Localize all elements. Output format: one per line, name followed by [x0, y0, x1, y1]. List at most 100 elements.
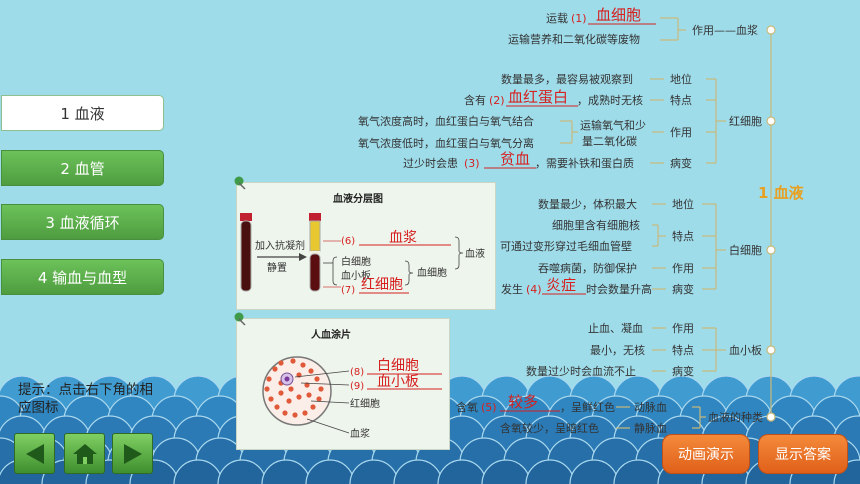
plt-stop-text: 止血、凝血: [588, 321, 643, 335]
hint-text: 提示：点击右下角的相应图标: [18, 382, 153, 416]
types-more-prefix: 含氧: [456, 400, 478, 414]
blood-layer-card: 血液分层图 加入抗凝剂 静置 (6) 血浆 白细胞 血小板 (7) 红细胞 血细…: [236, 182, 496, 310]
plt-title: 血小板: [729, 343, 762, 357]
answer-8: 白细胞: [377, 358, 419, 374]
wbc-deform-text: 可通过变形穿过毛细血管壁: [500, 239, 632, 253]
blank-2-number: (2): [489, 94, 505, 107]
root-title: 1 血液: [758, 184, 805, 202]
blank-4-number: (4): [526, 283, 542, 296]
answer-2: 血红蛋白: [508, 88, 568, 106]
rbc-contain-suffix: ，成熟时无核: [577, 93, 643, 107]
pushpin-icon: [234, 312, 246, 326]
rbc-contain-prefix: 含有: [464, 93, 486, 107]
nav-item-transfusion[interactable]: 4 输血与血型: [1, 259, 164, 295]
card-title: 人血涂片: [311, 328, 351, 341]
types-less-text: 含氧较少，呈暗红色: [500, 421, 599, 435]
plasma-nutrients-text: 运输营养和二氧化碳等废物: [508, 32, 640, 46]
plt-use-label: 作用: [672, 322, 694, 335]
plt-feat-label: 特点: [672, 343, 694, 357]
home-button[interactable]: [64, 433, 105, 474]
wbc-pos-label: 地位: [672, 197, 694, 211]
blank-1-number: (1): [571, 12, 587, 25]
wbc-use-label: 作用: [672, 262, 694, 275]
blank-5-number: (5): [481, 401, 497, 414]
nav-item-label: 1 血液: [60, 104, 105, 123]
show-answer-label: 显示答案: [775, 447, 831, 463]
nav-item-label: 3 血液循环: [45, 213, 120, 232]
rbc-most-text: 数量最多，最容易被观察到: [501, 72, 633, 86]
map-node-dots: [766, 25, 776, 422]
rbc-pos-label: 地位: [670, 72, 692, 86]
blank-3-number: (3): [464, 157, 480, 170]
vein-label: 静脉血: [634, 421, 667, 435]
blood-layer-diagram: 血液分层图 加入抗凝剂 静置 (6) 血浆 白细胞 血小板 (7) 红细胞 血细…: [240, 192, 485, 296]
rbc-dis-label: 病变: [670, 156, 692, 170]
arrow-left-icon: [25, 443, 44, 464]
cells-label: 血细胞: [417, 266, 447, 279]
rbc-o2-high-text: 氧气浓度高时，血红蛋白与氧气结合: [358, 114, 534, 128]
nav-item-label: 4 输血与血型: [37, 268, 128, 287]
wbc-inf-suffix: 时会数量升高: [586, 282, 652, 296]
answer-4: 炎症: [546, 276, 576, 294]
answer-3: 贫血: [500, 150, 530, 168]
rbc-carry-text-2: 量二氧化碳: [582, 134, 637, 148]
tube-rbc-layer: [309, 253, 321, 292]
plt-dis-label: 病变: [672, 364, 694, 378]
wbc-engulf-text: 吞噬病菌，防御保护: [538, 261, 637, 275]
tube-cap: [309, 213, 321, 221]
types-title: 血液的种类: [708, 410, 763, 424]
rbc-use-label: 作用: [670, 126, 692, 139]
arrow-right-icon: [123, 443, 142, 464]
answer-5: 较多: [508, 393, 538, 411]
nav-item-vessels[interactable]: 2 血管: [1, 150, 164, 186]
wbc-title: 白细胞: [729, 243, 762, 257]
stand-label: 静置: [267, 261, 287, 274]
artery-label: 动脉血: [634, 400, 667, 414]
blood-label: 血液: [465, 247, 485, 260]
plt-few-text: 数量过少时会血流不止: [526, 364, 636, 378]
tube-wbc-layer: [310, 251, 320, 254]
home-icon: [72, 443, 97, 464]
wbc-nucleus-text: 细胞里含有细胞核: [552, 218, 640, 232]
wbc-least-text: 数量最少，体积最大: [538, 197, 637, 211]
wbc-dis-label: 病变: [672, 282, 694, 296]
blank-6-number: (6): [341, 236, 355, 247]
rbc-label: 红细胞: [350, 397, 380, 410]
tube-cap: [240, 213, 252, 221]
blood-smear-diagram: 人血涂片 (8) 白细胞 (9) 血小板 红细胞 血浆: [262, 328, 442, 440]
plt-small-text: 最小，无核: [590, 343, 645, 357]
nav-item-label: 2 血管: [60, 159, 105, 178]
animate-button[interactable]: 动画演示: [662, 434, 750, 474]
rbc-title: 红细胞: [729, 115, 762, 128]
show-answer-button[interactable]: 显示答案: [758, 434, 848, 474]
wbc-inf-prefix: 发生: [501, 282, 523, 296]
answer-6: 血浆: [389, 230, 417, 246]
plasma-transport-text: 运载: [546, 12, 568, 25]
answer-1: 血细胞: [596, 6, 641, 24]
animate-button-label: 动画演示: [678, 447, 734, 463]
platelet-label: 血小板: [341, 269, 371, 282]
wbc-feat-label: 特点: [672, 229, 694, 243]
nav-item-circulation[interactable]: 3 血液循环: [1, 204, 164, 240]
map-text: 运载 (1) 血细胞 运输营养和二氧化碳等废物 作用——血浆 数量最多，最容易被…: [358, 6, 805, 435]
blank-8-number: (8): [350, 367, 364, 378]
pushpin-icon: [234, 176, 246, 190]
answer-7: 红细胞: [361, 277, 403, 293]
plasma-role-text: 作用——血浆: [692, 23, 758, 37]
arrow-head-icon: [299, 253, 307, 261]
nav-item-blood[interactable]: 1 血液: [1, 95, 164, 131]
rbc-carry-text-1: 运输氧气和少: [580, 118, 646, 132]
card-title: 血液分层图: [333, 192, 383, 205]
blood-smear-card: 人血涂片 (8) 白细胞 (9) 血小板 红细胞 血浆: [236, 318, 450, 450]
rbc-o2-low-text: 氧气浓度低时，血红蛋白与氧气分离: [358, 136, 534, 150]
prev-button[interactable]: [14, 433, 55, 474]
rbc-few-suffix: ，需要补铁和蛋白质: [535, 156, 634, 170]
blank-9-number: (9): [350, 381, 364, 392]
blank-7-number: (7): [341, 285, 355, 296]
anticoag-label: 加入抗凝剂: [255, 239, 305, 252]
tube-whole-blood: [240, 220, 252, 292]
plasma-label: 血浆: [350, 427, 370, 440]
next-button[interactable]: [112, 433, 153, 474]
wbc-label: 白细胞: [341, 255, 371, 268]
